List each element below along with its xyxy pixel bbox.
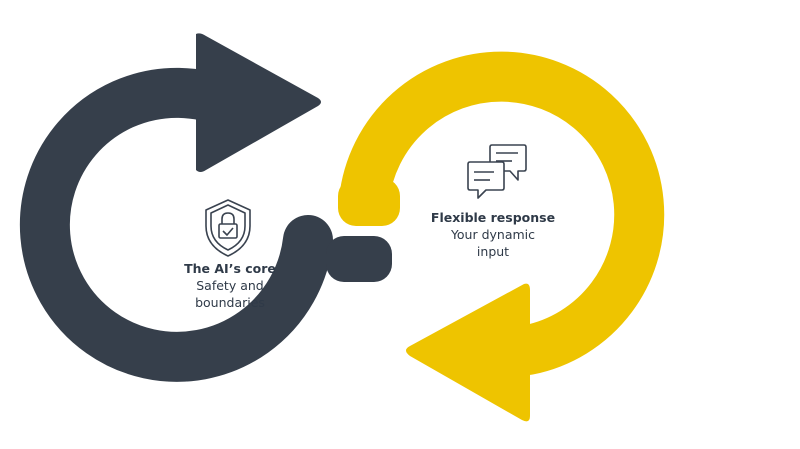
shield-lock-icon — [205, 199, 251, 257]
left-node-subtitle: Safety and boundaries — [195, 278, 265, 310]
dark-cycle-arrow-body — [19, 67, 333, 382]
left-node-label: The AI’s core Safety and boundaries — [175, 260, 285, 311]
dark-cycle-arrow-head — [196, 33, 321, 173]
yellow-cycle-arrow-body — [339, 51, 665, 375]
yellow-cycle-arrow-head — [406, 283, 530, 422]
left-node-title: The AI’s core — [184, 261, 276, 276]
yellow-cycle-arrow-tail — [338, 178, 400, 226]
right-node-title: Flexible response — [430, 210, 556, 225]
right-node-subtitle: Your dynamic input — [450, 227, 536, 259]
dark-cycle-arrow-tail — [326, 236, 392, 282]
right-node-label: Flexible response Your dynamic input — [428, 209, 558, 260]
chat-bubbles-icon — [467, 144, 527, 199]
